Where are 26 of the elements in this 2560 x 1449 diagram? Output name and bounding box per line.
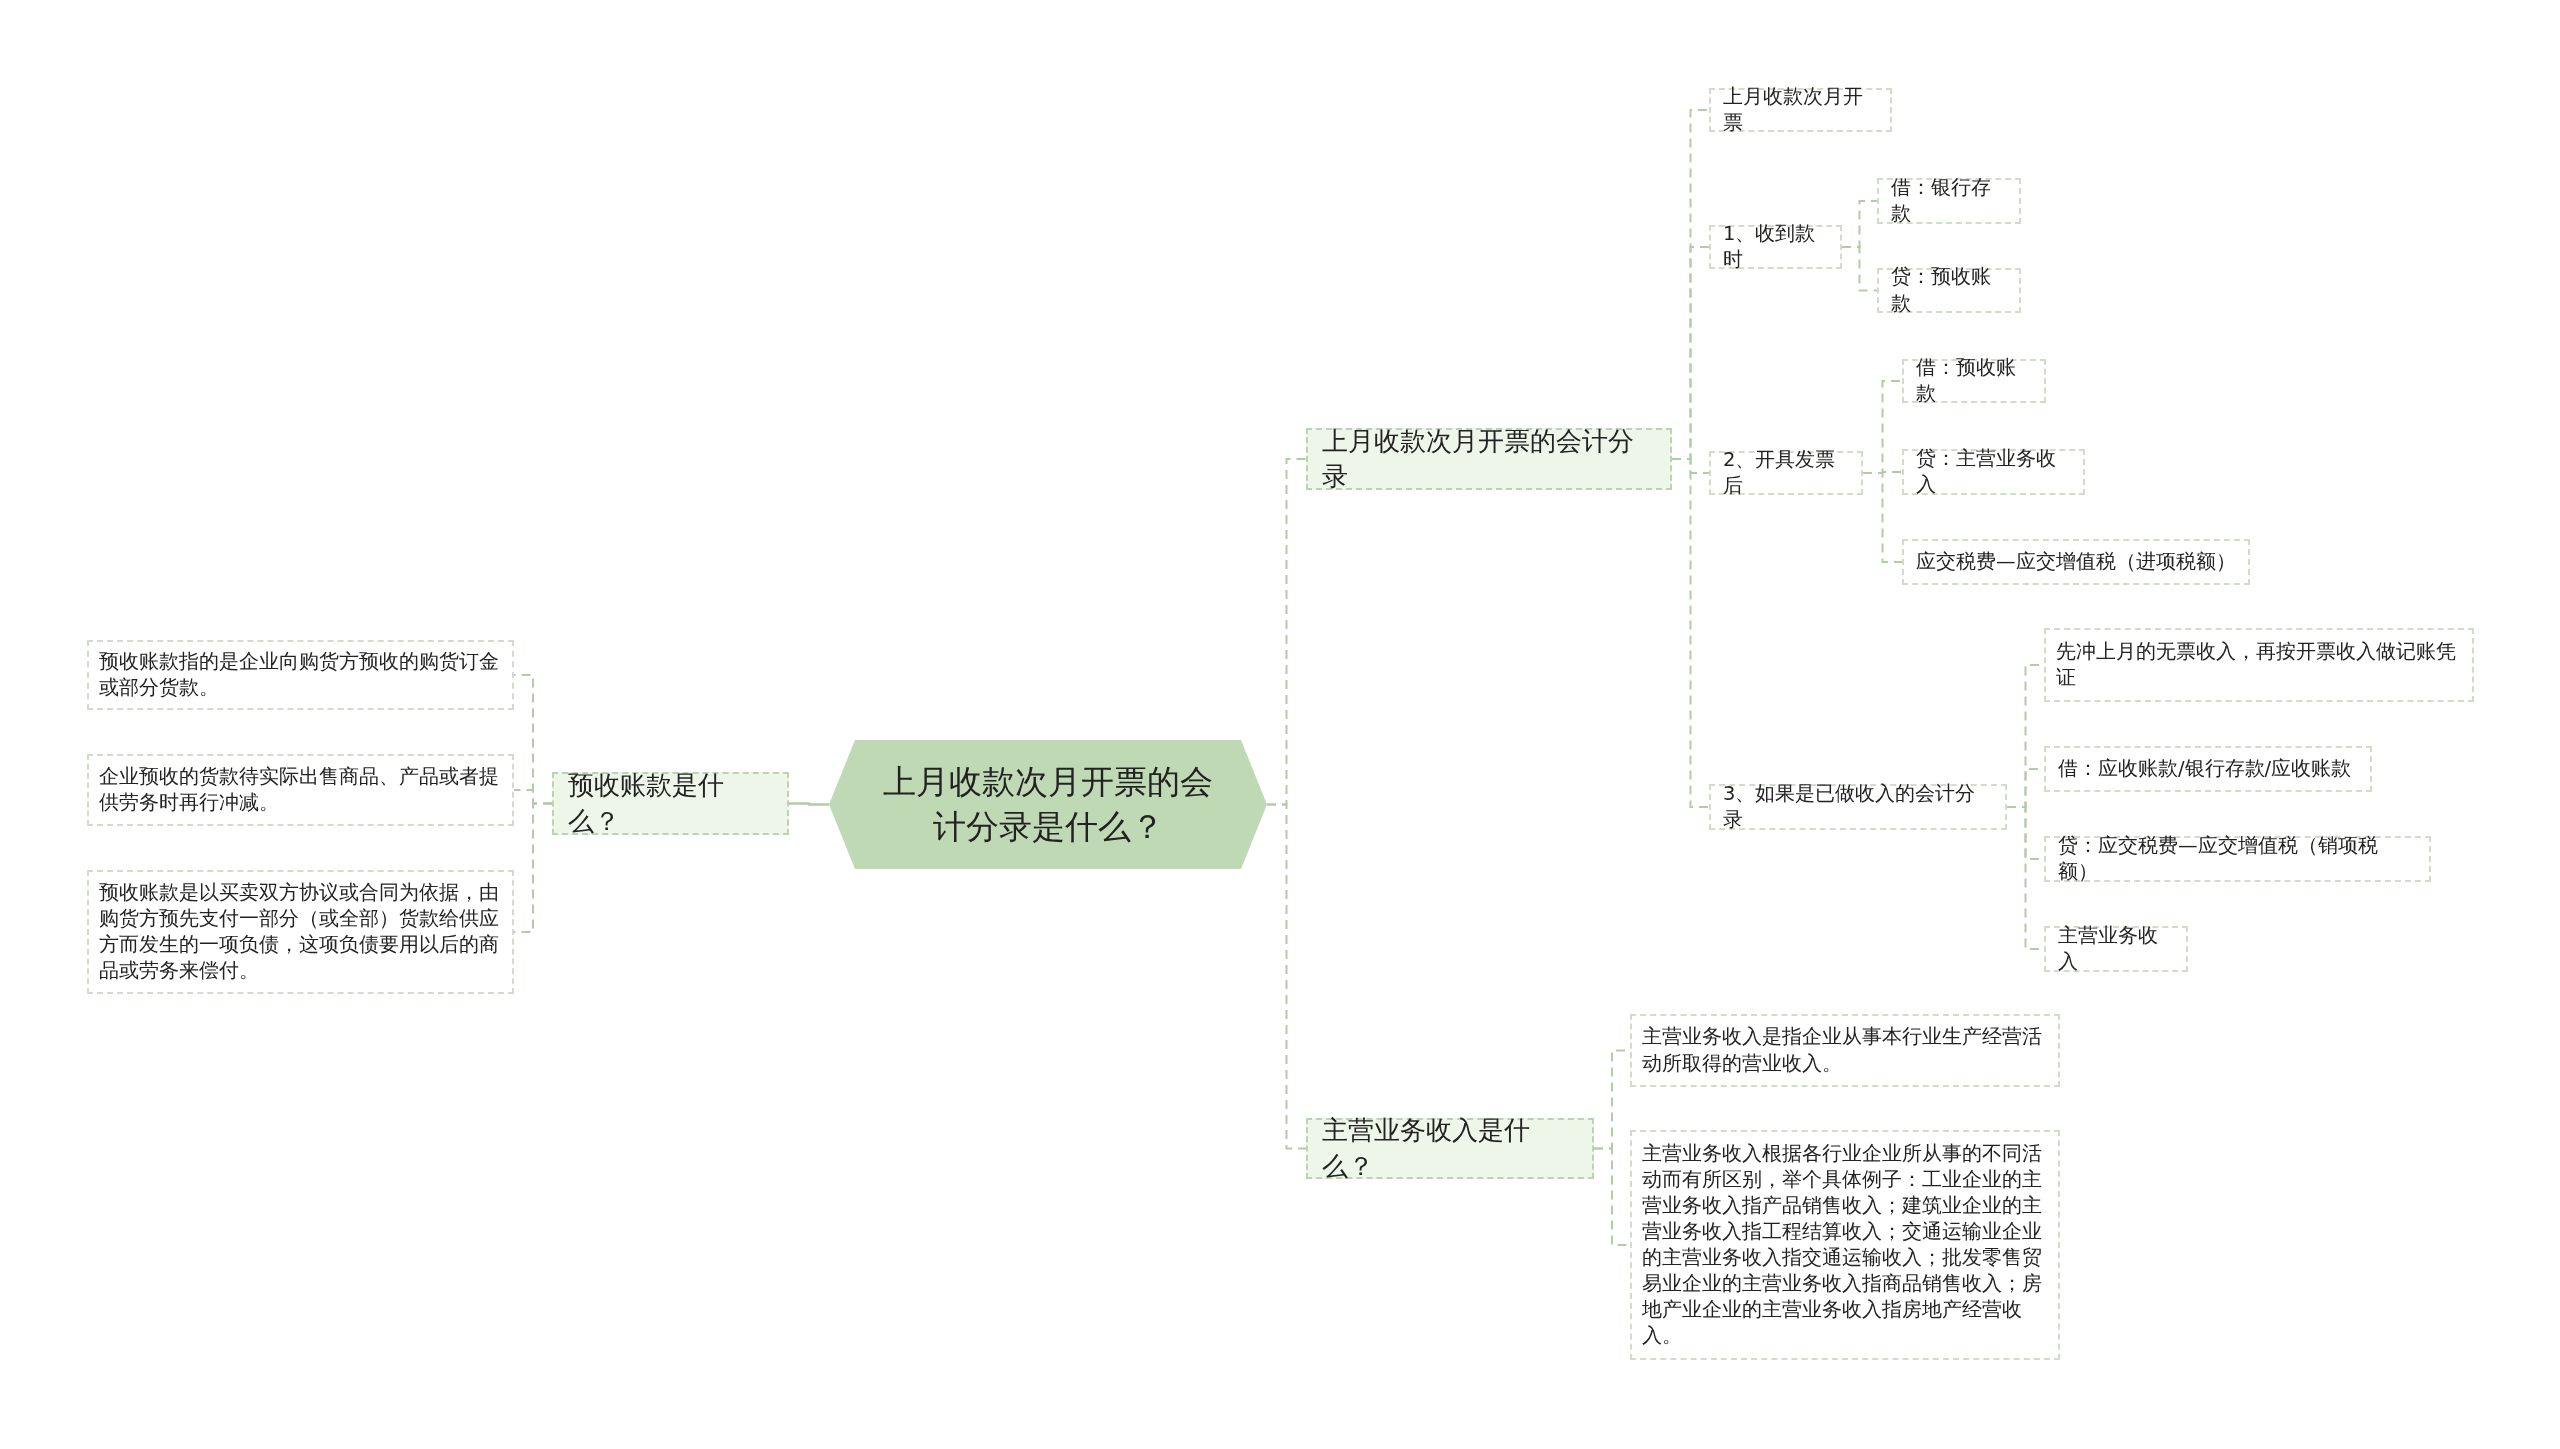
connector-line bbox=[1862, 472, 1903, 563]
leaf-box: 1、收到款时 bbox=[1709, 225, 1842, 269]
topic-hexagon: 上月收款次月开票的会计分录是什么？ bbox=[829, 740, 1267, 869]
branch-box: 预收账款是什么？ bbox=[552, 772, 789, 835]
leaf-box: 贷：主营业务收入 bbox=[1902, 449, 2085, 495]
leaf-box: 主营业务收入 bbox=[2044, 926, 2188, 972]
connector-line bbox=[1266, 803, 1307, 1150]
leaf-box: 贷：预收账款 bbox=[1877, 268, 2021, 313]
leaf-box: 2、开具发票后 bbox=[1709, 451, 1863, 495]
note-box: 主营业务收入根据各行业企业所从事的不同活动而有所区别，举个具体例子：工业企业的主营业务收入指产品销售收入；建筑业企业的主营业务收入指工程结算收入；交通运输业企业的主营业务收入指交通运输收入；批发零售贸易业企业的主营业务收入指商品销售收入；房地产业企业的主营业务收入指房地产经营收入。 bbox=[1630, 1130, 2060, 1360]
branch-box: 上月收款次月开票的会计分录 bbox=[1306, 428, 1672, 490]
leaf-box: 3、如果是已做收入的会计分录 bbox=[1709, 784, 2007, 830]
leaf-box: 借：银行存款 bbox=[1877, 178, 2021, 224]
branch-box: 主营业务收入是什么？ bbox=[1306, 1118, 1594, 1179]
note-box: 预收账款是以买卖双方协议或合同为依据，由购货方预先支付一部分（或全部）货款给供应方而发生的一项负债，这项负债要用以后的商品或劳务来偿付。 bbox=[87, 870, 514, 994]
leaf-box: 贷：应交税费—应交增值税（销项税额） bbox=[2044, 836, 2431, 882]
leaf-box: 应交税费—应交增值税（进项税额） bbox=[1902, 539, 2250, 585]
leaf-box: 借：应收账款/银行存款/应收账款 bbox=[2044, 746, 2372, 792]
note-box: 企业预收的货款待实际出售商品、产品或者提供劳务时再行冲减。 bbox=[87, 754, 514, 826]
leaf-box: 上月收款次月开票 bbox=[1709, 88, 1892, 132]
connector-line bbox=[1841, 246, 1878, 292]
note-box: 预收账款指的是企业向购货方预收的购货订金或部分货款。 bbox=[87, 640, 514, 710]
leaf-box: 借：预收账款 bbox=[1902, 359, 2046, 403]
note-box: 主营业务收入是指企业从事本行业生产经营活动所取得的营业收入。 bbox=[1630, 1014, 2060, 1087]
connector-line bbox=[789, 802, 829, 806]
note-box: 先冲上月的无票收入，再按开票收入做记账凭证 bbox=[2044, 628, 2474, 702]
